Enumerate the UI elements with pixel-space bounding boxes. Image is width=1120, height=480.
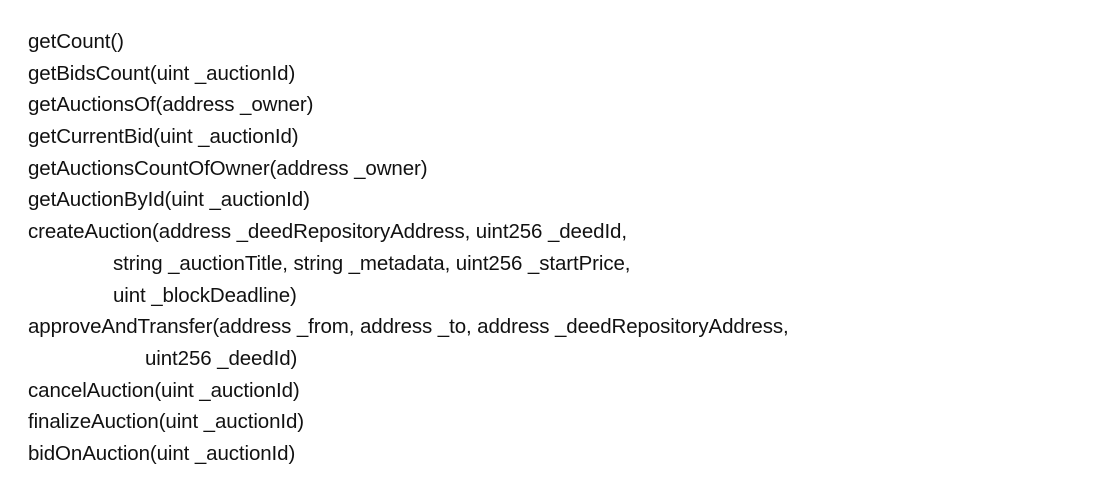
function-signature-line: uint _blockDeadline): [113, 283, 297, 307]
function-signature-line: createAuction(address _deedRepositoryAdd…: [28, 220, 627, 244]
function-signature-line: uint256 _deedId): [145, 346, 298, 370]
function-signature-line: cancelAuction(uint _auctionId): [28, 378, 300, 402]
function-signature-line: getAuctionById(uint _auctionId): [28, 188, 310, 212]
function-signature-line: getCount(): [28, 30, 124, 53]
function-signature-line: getCurrentBid(uint _auctionId): [28, 125, 299, 149]
function-signature-line: bidOnAuction(uint _auctionId): [28, 441, 296, 465]
function-signature-line: approveAndTransfer(address _from, addres…: [28, 315, 789, 339]
function-signature-line: getAuctionsOf(address _owner): [28, 93, 314, 117]
function-signature-line: finalizeAuction(uint _auctionId): [28, 410, 304, 434]
function-signature-line: getAuctionsCountOfOwner(address _owner): [28, 156, 428, 180]
function-signature-line: getBidsCount(uint _auctionId): [28, 61, 296, 85]
function-signature-list: getCount() getBidsCount(uint _auctionId)g…: [28, 26, 1110, 470]
function-signature-line: string _auctionTitle, string _metadata, …: [113, 251, 631, 275]
